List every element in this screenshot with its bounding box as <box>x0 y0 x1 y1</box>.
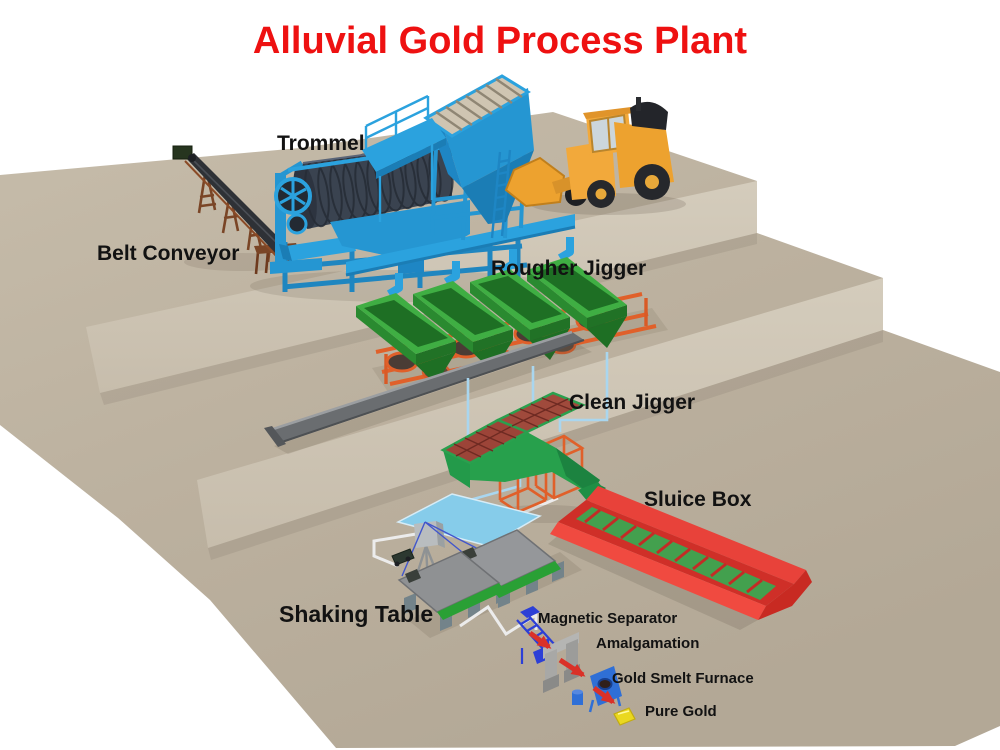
label-rougher-jigger: Rougher Jigger <box>491 257 647 280</box>
pure-gold-ingot <box>613 707 636 726</box>
label-clean-jigger: Clean Jigger <box>569 391 696 414</box>
label-magnetic-separator: Magnetic Separator <box>538 610 678 627</box>
arrow-amalgamation-to-furnace <box>558 657 586 678</box>
label-shaking-table: Shaking Table <box>279 601 434 627</box>
label-amalgamation: Amalgamation <box>596 635 700 652</box>
arrow-furnace-to-gold <box>592 685 616 705</box>
sluice-box-machine <box>548 482 812 630</box>
jig-hopper-4 <box>527 257 627 348</box>
arrow-separator-to-amalgamation <box>528 630 552 650</box>
label-sluice-box: Sluice Box <box>644 488 752 511</box>
wheel-loader <box>504 97 686 215</box>
pump <box>391 548 415 567</box>
feed-hopper <box>362 74 534 241</box>
flow-arrows <box>528 630 616 705</box>
jig-hopper-1 <box>356 293 456 384</box>
shaking-table-deck-1 <box>397 551 505 620</box>
label-belt-conveyor: Belt Conveyor <box>97 242 240 265</box>
jig-hopper-3 <box>470 269 570 360</box>
rougher-jigger-machine <box>356 257 668 392</box>
label-pure-gold: Pure Gold <box>645 703 717 720</box>
page-title: Alluvial Gold Process Plant <box>252 20 748 62</box>
jig-hopper-2 <box>413 281 513 372</box>
clean-jigger-deck-2 <box>494 391 587 434</box>
shaking-table-machine <box>391 521 582 638</box>
launder-channel <box>264 330 592 454</box>
label-trommel: Trommel <box>277 132 365 155</box>
label-gold-smelt-furnace: Gold Smelt Furnace <box>612 670 754 687</box>
